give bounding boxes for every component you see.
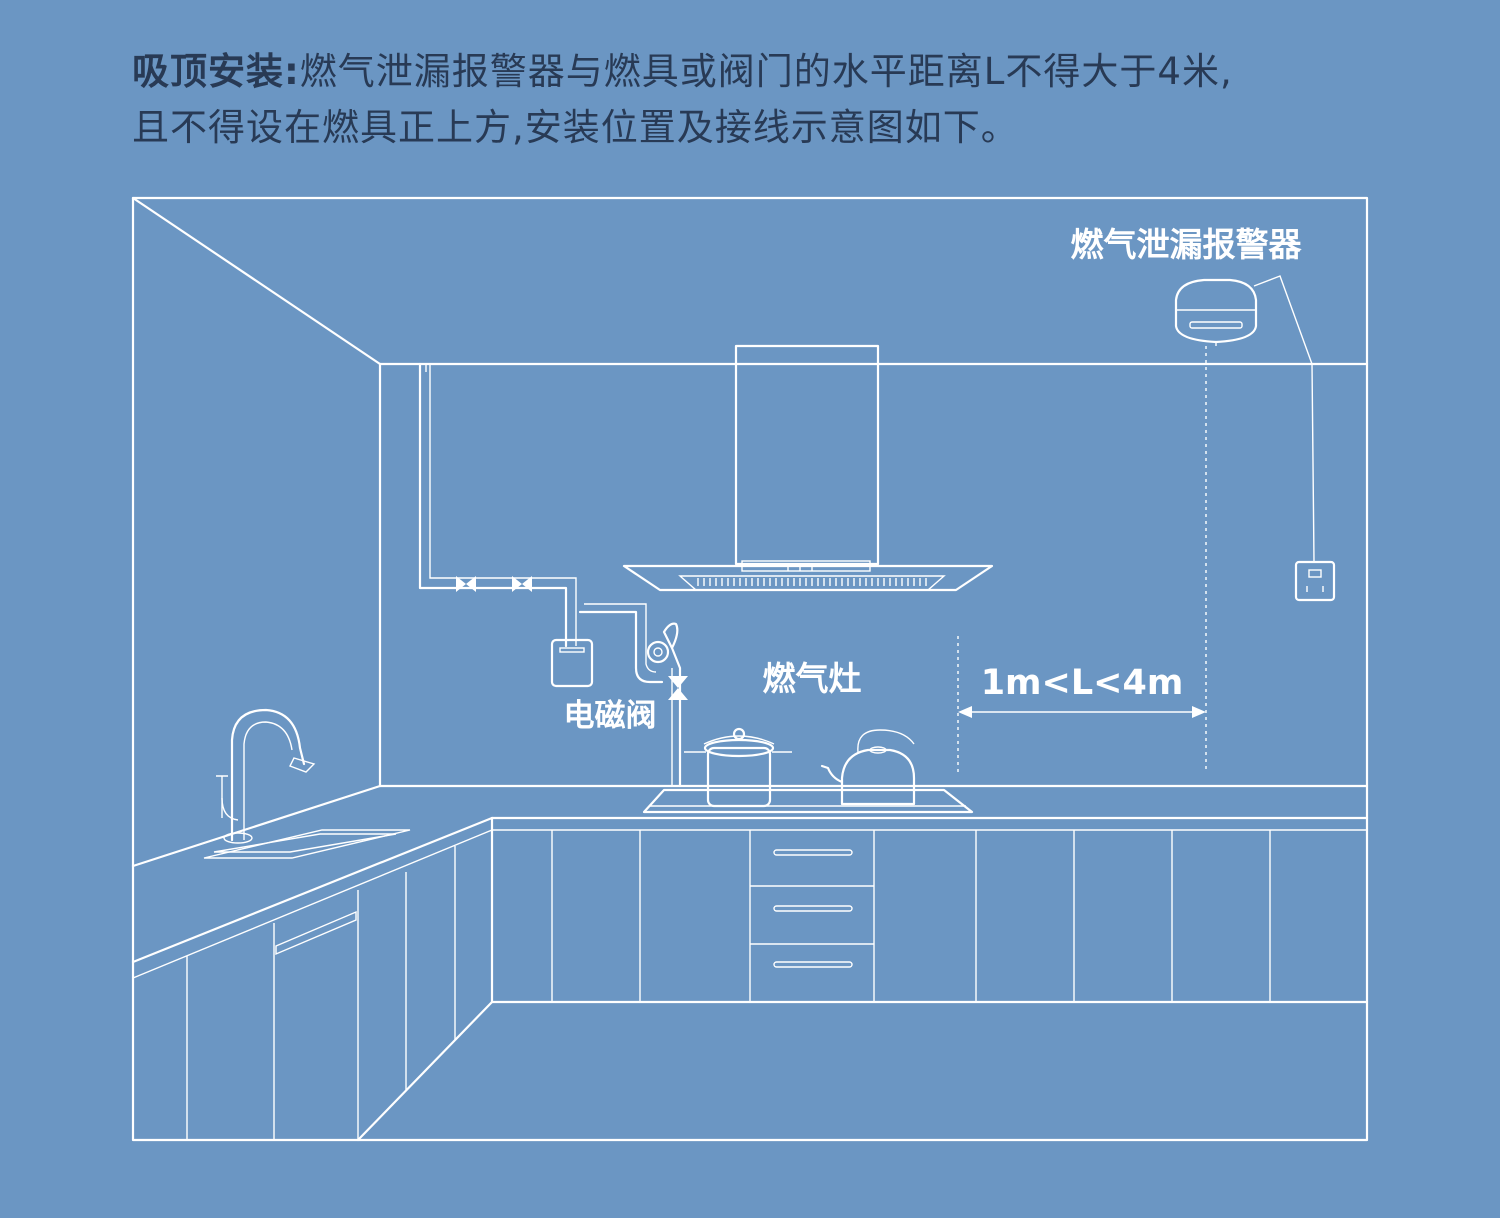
gas-pipe (418, 362, 688, 788)
intro-line-1: 吸顶安装:燃气泄漏报警器与燃具或阀门的水平距离L不得大于4米, (132, 44, 1392, 100)
cooking-pot (684, 727, 792, 808)
intro-lead: 吸顶安装: (132, 50, 300, 93)
alarm-label: 燃气泄漏报警器 (1071, 225, 1303, 264)
intro-text: 吸顶安装:燃气泄漏报警器与燃具或阀门的水平距离L不得大于4米, 且不得设在燃具正… (132, 44, 1392, 156)
sink (203, 829, 411, 859)
gas-stove (642, 788, 974, 814)
intro-line-1-rest: 燃气泄漏报警器与燃具或阀门的水平距离L不得大于4米, (299, 50, 1233, 93)
gas-leak-alarm (1174, 278, 1258, 346)
hood-vent-slots (697, 578, 927, 586)
intro-line-2: 且不得设在燃具正上方,安装位置及接线示意图如下。 (132, 106, 1019, 149)
countertop-and-cabinets (131, 784, 1369, 1142)
wall-socket (1294, 560, 1336, 602)
distance-dimension (957, 346, 1207, 776)
alarm-cable (1253, 275, 1315, 563)
stove-valve (668, 676, 688, 700)
solenoid-valve (550, 638, 670, 688)
kettle (820, 729, 916, 806)
valve-label: 电磁阀 (564, 698, 657, 734)
faucet (216, 708, 316, 844)
room-outline (131, 196, 1369, 1142)
pipe-valve-1 (456, 576, 476, 592)
range-hood (622, 344, 994, 592)
distance-label: 1m<L<4m (981, 663, 1184, 703)
pipe-valve-2 (512, 576, 532, 592)
stove-label: 燃气灶 (763, 659, 862, 698)
